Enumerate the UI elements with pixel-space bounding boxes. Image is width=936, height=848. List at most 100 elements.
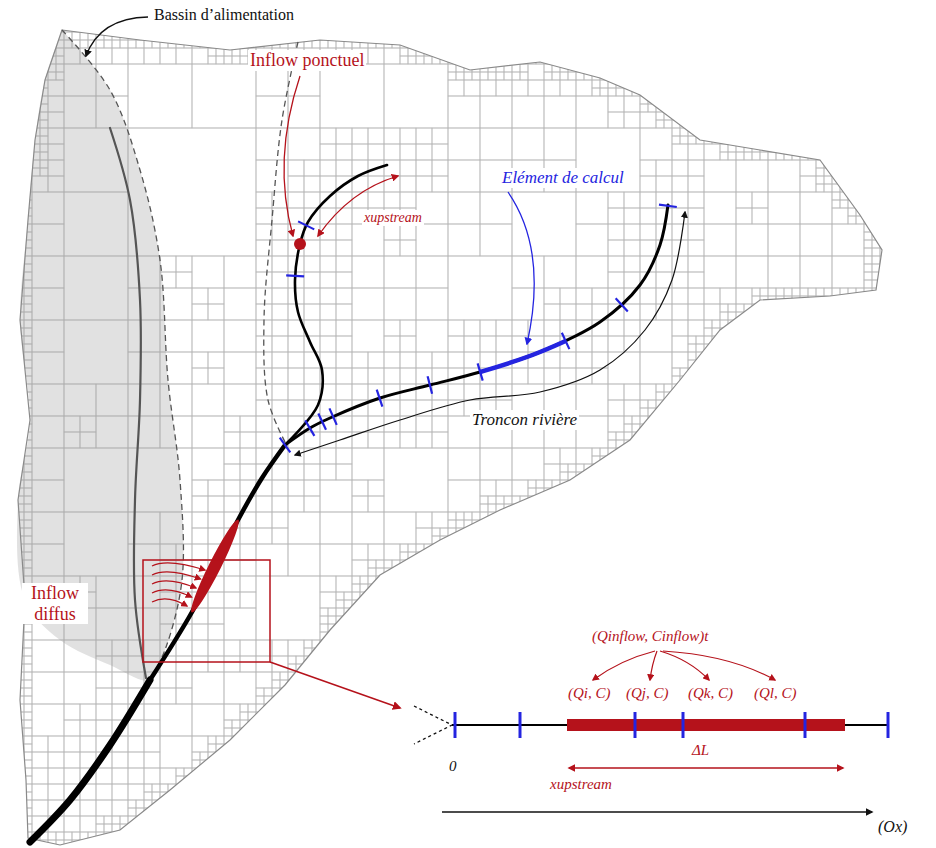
mesh-cell (824, 288, 832, 296)
mesh-cell (416, 256, 448, 288)
mesh-cell (80, 720, 96, 736)
mesh-cell (136, 32, 144, 40)
mesh-cell (640, 424, 648, 432)
mesh-cell (560, 352, 576, 368)
mesh-cell (256, 576, 320, 640)
mesh-cell (80, 816, 96, 832)
mesh-cell (656, 408, 664, 416)
mesh-cell (816, 184, 824, 192)
mesh-cell (240, 528, 256, 544)
mesh-cell (256, 272, 272, 288)
mesh-cell (384, 560, 392, 568)
mesh-cell (256, 688, 264, 696)
mesh-cell (176, 272, 192, 288)
mesh-cell (320, 352, 336, 368)
diffuse-inflow-arrows (152, 563, 205, 606)
mesh-cell (176, 672, 192, 688)
mesh-cell (368, 144, 384, 160)
mesh-cell (560, 72, 568, 80)
mesh-cell (272, 272, 288, 288)
mesh-cell (104, 40, 112, 48)
mesh-cell (400, 48, 408, 56)
element-ticks (455, 712, 888, 738)
mesh-cell (680, 128, 688, 136)
mesh-cell (176, 48, 192, 64)
mesh-cell (304, 304, 320, 320)
mesh-cell (680, 120, 688, 128)
inflow-label: Inflow ponctuel (248, 50, 366, 71)
mesh-cell (344, 592, 352, 600)
mesh-cell (352, 368, 368, 384)
mesh-cell (104, 824, 112, 832)
mesh-cell (192, 544, 208, 560)
mesh-cell (480, 320, 496, 336)
mesh-cell (216, 736, 224, 744)
mesh-cell (672, 208, 688, 224)
mesh-cell (512, 256, 544, 288)
mesh-cell (544, 480, 552, 488)
mesh-cell (608, 208, 624, 224)
mesh-cell (192, 256, 224, 288)
mesh-cell (320, 256, 336, 272)
mesh-cell (656, 256, 672, 272)
mesh-cell (184, 40, 192, 48)
mesh-cell (16, 624, 24, 632)
length-arrow (569, 767, 843, 768)
mesh-cell (432, 416, 448, 432)
mesh-cell (832, 256, 864, 288)
mesh-cell (752, 152, 760, 160)
mesh-cell (288, 656, 296, 664)
mesh-cell (352, 448, 384, 480)
mesh-cell (640, 176, 656, 192)
mesh-cell (400, 432, 416, 448)
distribution-arrows (593, 651, 775, 680)
mesh-cell (680, 136, 688, 144)
mesh-cell (336, 368, 352, 384)
mesh-cell (384, 128, 400, 144)
mesh-cell (768, 152, 776, 160)
mesh-cell (120, 816, 128, 824)
mesh-cell (80, 800, 96, 816)
mesh-cell (112, 800, 128, 816)
mesh-cell (720, 136, 728, 144)
mesh-cell (240, 592, 256, 608)
mesh-cell (408, 544, 416, 552)
mesh-cell (400, 352, 416, 368)
mesh-cell (384, 144, 400, 160)
mesh-cell (128, 64, 192, 128)
mesh-cell (704, 224, 736, 256)
mesh-cell (224, 592, 240, 608)
mesh-cell (400, 144, 416, 160)
mesh-cell (432, 160, 448, 176)
mesh-cell (432, 144, 448, 160)
mesh-cell (304, 272, 320, 288)
mesh-cell (448, 336, 464, 352)
mesh-cell (712, 336, 720, 344)
mesh-cell (400, 192, 416, 208)
mesh-cell (416, 160, 432, 176)
mesh-cell (24, 704, 32, 712)
mesh-cell (240, 576, 256, 592)
mesh-cell (256, 496, 272, 512)
mesh-cell (544, 80, 560, 96)
mesh-cell (352, 320, 384, 352)
mesh-cell (608, 400, 624, 416)
mesh-cell (160, 704, 192, 736)
tick (329, 408, 336, 424)
mesh-cell (448, 80, 464, 96)
mesh-cell (24, 752, 32, 760)
mesh-cell (448, 160, 480, 192)
mesh-cell (528, 64, 544, 80)
mesh-cell (480, 224, 512, 256)
mesh-cell (400, 56, 408, 64)
mesh-cell (24, 736, 32, 744)
flow-label: (Qj, C) (624, 685, 671, 702)
mesh-cell (352, 144, 368, 160)
main-river (150, 445, 285, 680)
mesh-cell (304, 384, 320, 400)
mesh-cell (336, 288, 352, 304)
mesh-cell (80, 736, 96, 752)
mesh-cell (192, 672, 224, 704)
mesh-cell (608, 96, 624, 112)
mesh-cell (16, 656, 24, 664)
